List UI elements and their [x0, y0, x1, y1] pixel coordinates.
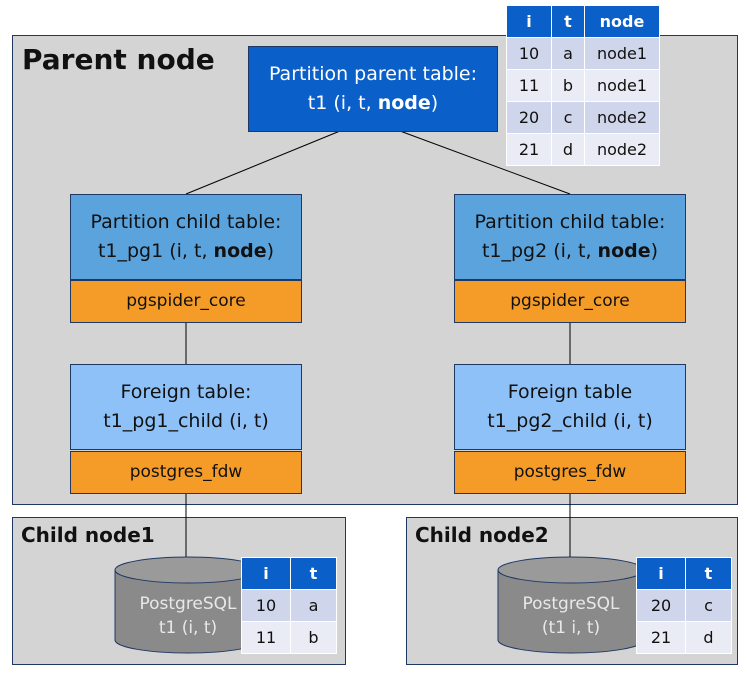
table-row: 20 c: [636, 589, 732, 622]
partition-child-table-2: Partition child table: t1_pg2 (i, t, nod…: [454, 194, 686, 280]
child-node1-title: Child node1: [21, 523, 155, 547]
database-cylinder-2-icon: [497, 556, 645, 654]
table-cell: d: [551, 133, 585, 166]
table-cell: a: [290, 589, 337, 622]
connector-parent-to-child1: [185, 130, 341, 195]
foreign-table-2: Foreign table t1_pg2_child (i, t): [454, 364, 686, 450]
partition-parent-table: Partition parent table: t1 (i, t, node): [248, 46, 498, 132]
table-cell: c: [551, 101, 585, 134]
partition-child-table-2-node-column: node: [597, 240, 651, 262]
child1-table-header-i: i: [241, 557, 291, 590]
partition-parent-table-node-column: node: [377, 92, 431, 114]
partition-child-table-1-node-column: node: [213, 240, 267, 262]
postgres-fdw-1: postgres_fdw: [70, 451, 302, 494]
table-cell: 11: [506, 69, 552, 102]
table-cell: node1: [584, 37, 660, 70]
partition-child-table-1-line1: Partition child table:: [90, 211, 282, 233]
partition-child-table-2-close: ): [650, 240, 659, 262]
database-2-line2: (t1 i, t): [541, 618, 601, 638]
child-node2-title: Child node2: [415, 523, 549, 547]
foreign-table-1-line1: Foreign table:: [120, 381, 252, 403]
table-cell: d: [685, 621, 732, 654]
partition-child-table-1-close: ): [266, 240, 275, 262]
table-cell: 10: [506, 37, 552, 70]
foreign-table-2-line2: t1_pg2_child (i, t): [487, 410, 653, 432]
partition-child-table-2-line1: Partition child table:: [474, 211, 666, 233]
partition-child-table-2-columns: t1_pg2 (i, t,: [481, 240, 598, 262]
table-cell: 21: [636, 621, 686, 654]
table-row: 21 d: [636, 621, 732, 654]
table-row: 20 c node2: [506, 101, 660, 134]
table-cell: b: [290, 621, 337, 654]
database-2-line1: PostgreSQL: [522, 594, 620, 614]
table-cell: b: [551, 69, 585, 102]
partition-child-table-1-columns: t1_pg1 (i, t,: [97, 240, 214, 262]
parent-table-header-node: node: [584, 5, 660, 38]
table-cell: a: [551, 37, 585, 70]
table-cell: node2: [584, 101, 660, 134]
child1-data-table: i t 10 a 11 b: [241, 557, 337, 654]
table-cell: 20: [506, 101, 552, 134]
table-cell: node2: [584, 133, 660, 166]
connector-parent-to-child2: [399, 130, 571, 195]
partition-parent-table-close: ): [430, 92, 439, 114]
table-cell: 21: [506, 133, 552, 166]
partition-child-table-2-line2: t1_pg2 (i, t, node): [482, 237, 658, 266]
parent-table-header-i: i: [506, 5, 552, 38]
parent-node-title: Parent node: [22, 43, 215, 76]
table-cell: node1: [584, 69, 660, 102]
database-1-line2: t1 (i, t): [158, 618, 218, 638]
parent-data-table: i t node 10 a node1 11 b node1 20 c node…: [506, 5, 660, 166]
postgres-fdw-2: postgres_fdw: [454, 451, 686, 494]
child2-table-header-t: t: [685, 557, 732, 590]
partition-child-table-1: Partition child table: t1_pg1 (i, t, nod…: [70, 194, 302, 280]
table-cell: c: [685, 589, 732, 622]
table-row: 11 b: [241, 621, 337, 654]
partition-parent-table-line2: t1 (i, t, node): [308, 89, 438, 118]
table-row: 10 a node1: [506, 37, 660, 70]
partition-parent-table-line1: Partition parent table:: [268, 63, 478, 85]
foreign-table-2-line1: Foreign table: [507, 381, 633, 403]
pgspider-core-1: pgspider_core: [70, 280, 302, 323]
database-2-label: PostgreSQL (t1 i, t): [497, 592, 645, 640]
table-cell: 10: [241, 589, 291, 622]
child1-table-header-t: t: [290, 557, 337, 590]
table-cell: 11: [241, 621, 291, 654]
table-row: 11 b node1: [506, 69, 660, 102]
pgspider-core-2: pgspider_core: [454, 280, 686, 323]
database-1-line1: PostgreSQL: [139, 594, 237, 614]
database-1-label: PostgreSQL t1 (i, t): [114, 592, 262, 640]
table-cell: 20: [636, 589, 686, 622]
child2-table-header-i: i: [636, 557, 686, 590]
child2-data-table: i t 20 c 21 d: [636, 557, 732, 654]
foreign-table-1-line2: t1_pg1_child (i, t): [103, 410, 269, 432]
table-row: 21 d node2: [506, 133, 660, 166]
parent-table-header-t: t: [551, 5, 585, 38]
table-row: 10 a: [241, 589, 337, 622]
foreign-table-1: Foreign table: t1_pg1_child (i, t): [70, 364, 302, 450]
partition-parent-table-columns: t1 (i, t,: [307, 92, 378, 114]
partition-child-table-1-line2: t1_pg1 (i, t, node): [98, 237, 274, 266]
